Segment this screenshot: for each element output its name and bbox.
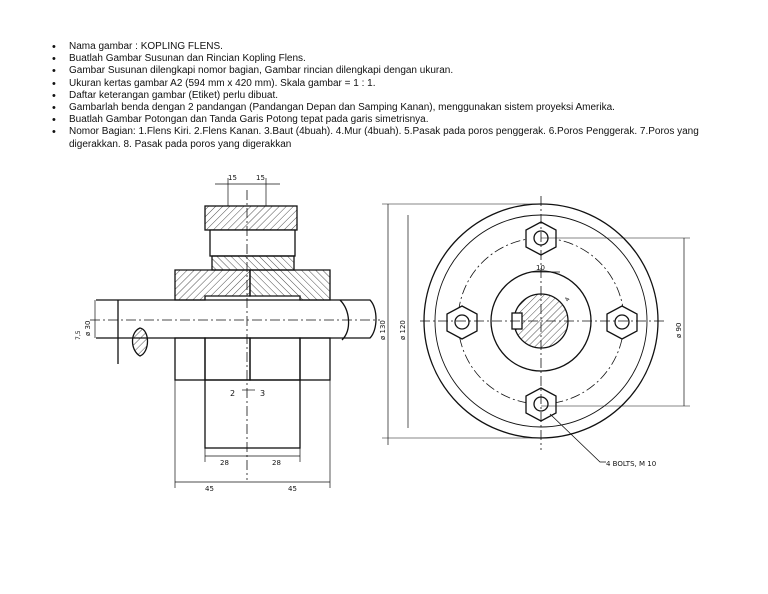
dim-label: ø 130 [379, 320, 387, 340]
instruction-item: Daftar keterangan gambar (Etiket) perlu … [50, 90, 750, 102]
shaft [96, 299, 377, 339]
left-flange-lower [174, 337, 206, 381]
lower-flange-body [204, 379, 301, 449]
bolt-right [606, 305, 638, 340]
bolt-left [446, 305, 478, 340]
instruction-item: Gambar Susunan dilengkapi nomor bagian, … [50, 65, 750, 77]
part-number-label: 3 [260, 389, 265, 398]
bolt-note-label: 4 BOLTS, M 10 [606, 460, 656, 468]
instruction-item: Buatlah Gambar Susunan dan Rincian Kopli… [50, 53, 750, 65]
dim-label: 28 [272, 459, 281, 467]
left-flange-upper [174, 269, 251, 301]
dim-label: 45 [205, 485, 214, 493]
bolt-leader-line [549, 413, 606, 463]
right-flange-upper [249, 269, 331, 301]
dim-label: 4 [564, 296, 572, 303]
dim-label: 10 [536, 264, 545, 272]
dim-label: ø 90 [675, 323, 683, 338]
flange-top-section [204, 205, 298, 231]
left-hub [204, 337, 251, 381]
instruction-list: Nama gambar : KOPLING FLENS. Buatlah Gam… [50, 41, 750, 151]
technical-drawing: 15 15 ø 30 7,5 2 3 28 28 45 45 [75, 174, 690, 493]
flange-top-lower-section [211, 255, 295, 271]
bolt-shank [209, 229, 296, 257]
dim-label: 7,5 [75, 330, 82, 340]
instruction-item: Buatlah Gambar Potongan dan Tanda Garis … [50, 114, 750, 126]
right-flange-lower [299, 337, 331, 381]
part-number-label: 2 [230, 389, 235, 398]
dim-label: ø 120 [399, 320, 407, 340]
dim-label: 15 [228, 174, 237, 182]
dim-label: ø 30 [84, 321, 92, 336]
dim-label: 15 [256, 174, 265, 182]
shaft-break-left [131, 327, 149, 357]
dim-label: 45 [288, 485, 297, 493]
right-hub [249, 337, 301, 381]
front-view [90, 178, 380, 488]
instruction-item: Nomor Bagian: 1.Flens Kiri. 2.Flens Kana… [50, 126, 750, 150]
dim-label: 28 [220, 459, 229, 467]
instruction-item: Ukuran kertas gambar A2 (594 mm x 420 mm… [50, 78, 750, 90]
side-view [382, 196, 690, 463]
instruction-item: Nama gambar : KOPLING FLENS. [50, 41, 750, 53]
instruction-item: Gambarlah benda dengan 2 pandangan (Pand… [50, 102, 750, 114]
